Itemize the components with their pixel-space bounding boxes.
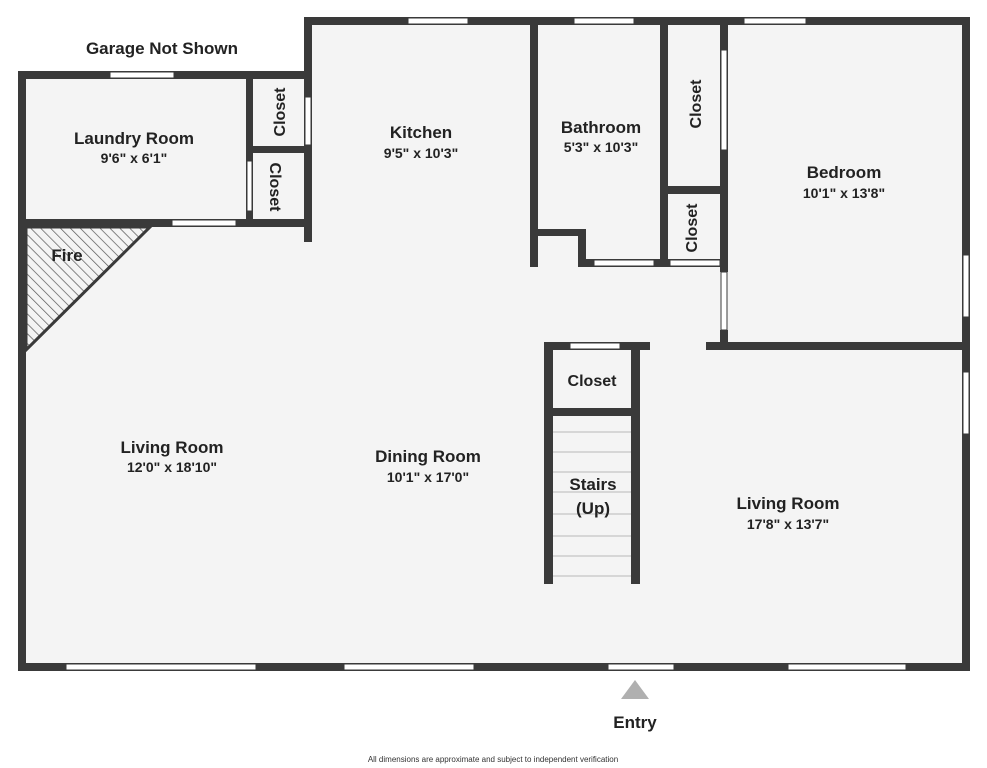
disclaimer-text: All dimensions are approximate and subje… <box>368 755 618 764</box>
living-room-right-dims: 17'8" x 13'7" <box>747 516 829 532</box>
closet-lower-left-label: Closet <box>266 163 283 213</box>
closet-upper-right-label: Closet <box>688 79 705 129</box>
bedroom-dims: 10'1" x 13'8" <box>803 185 885 201</box>
bedroom-name: Bedroom <box>807 163 882 182</box>
closet-upper-left-label: Closet <box>272 87 289 137</box>
windows <box>65 17 970 671</box>
entry-label: Entry <box>613 713 657 732</box>
stairs-label-line2: (Up) <box>576 499 610 518</box>
bathroom-name: Bathroom <box>561 118 641 137</box>
garage-note: Garage Not Shown <box>86 39 238 58</box>
dining-room-name: Dining Room <box>375 447 481 466</box>
stair-treads <box>552 431 632 577</box>
stairs-label-line1: Stairs <box>569 475 616 494</box>
living-room-left-name: Living Room <box>121 438 224 457</box>
closet-center-label: Closet <box>568 373 618 390</box>
laundry-room-dims: 9'6" x 6'1" <box>101 150 168 166</box>
dining-room-dims: 10'1" x 17'0" <box>387 469 469 485</box>
bathroom-dims: 5'3" x 10'3" <box>564 139 638 155</box>
laundry-room-name: Laundry Room <box>74 129 194 148</box>
closet-lower-right-label: Closet <box>684 203 701 253</box>
fire-label: Fire <box>51 246 82 265</box>
kitchen-dims: 9'5" x 10'3" <box>384 145 458 161</box>
living-room-left-dims: 12'0" x 18'10" <box>127 459 217 475</box>
kitchen-name: Kitchen <box>390 123 452 142</box>
living-room-right-name: Living Room <box>737 494 840 513</box>
entry-arrow-icon <box>621 680 649 699</box>
